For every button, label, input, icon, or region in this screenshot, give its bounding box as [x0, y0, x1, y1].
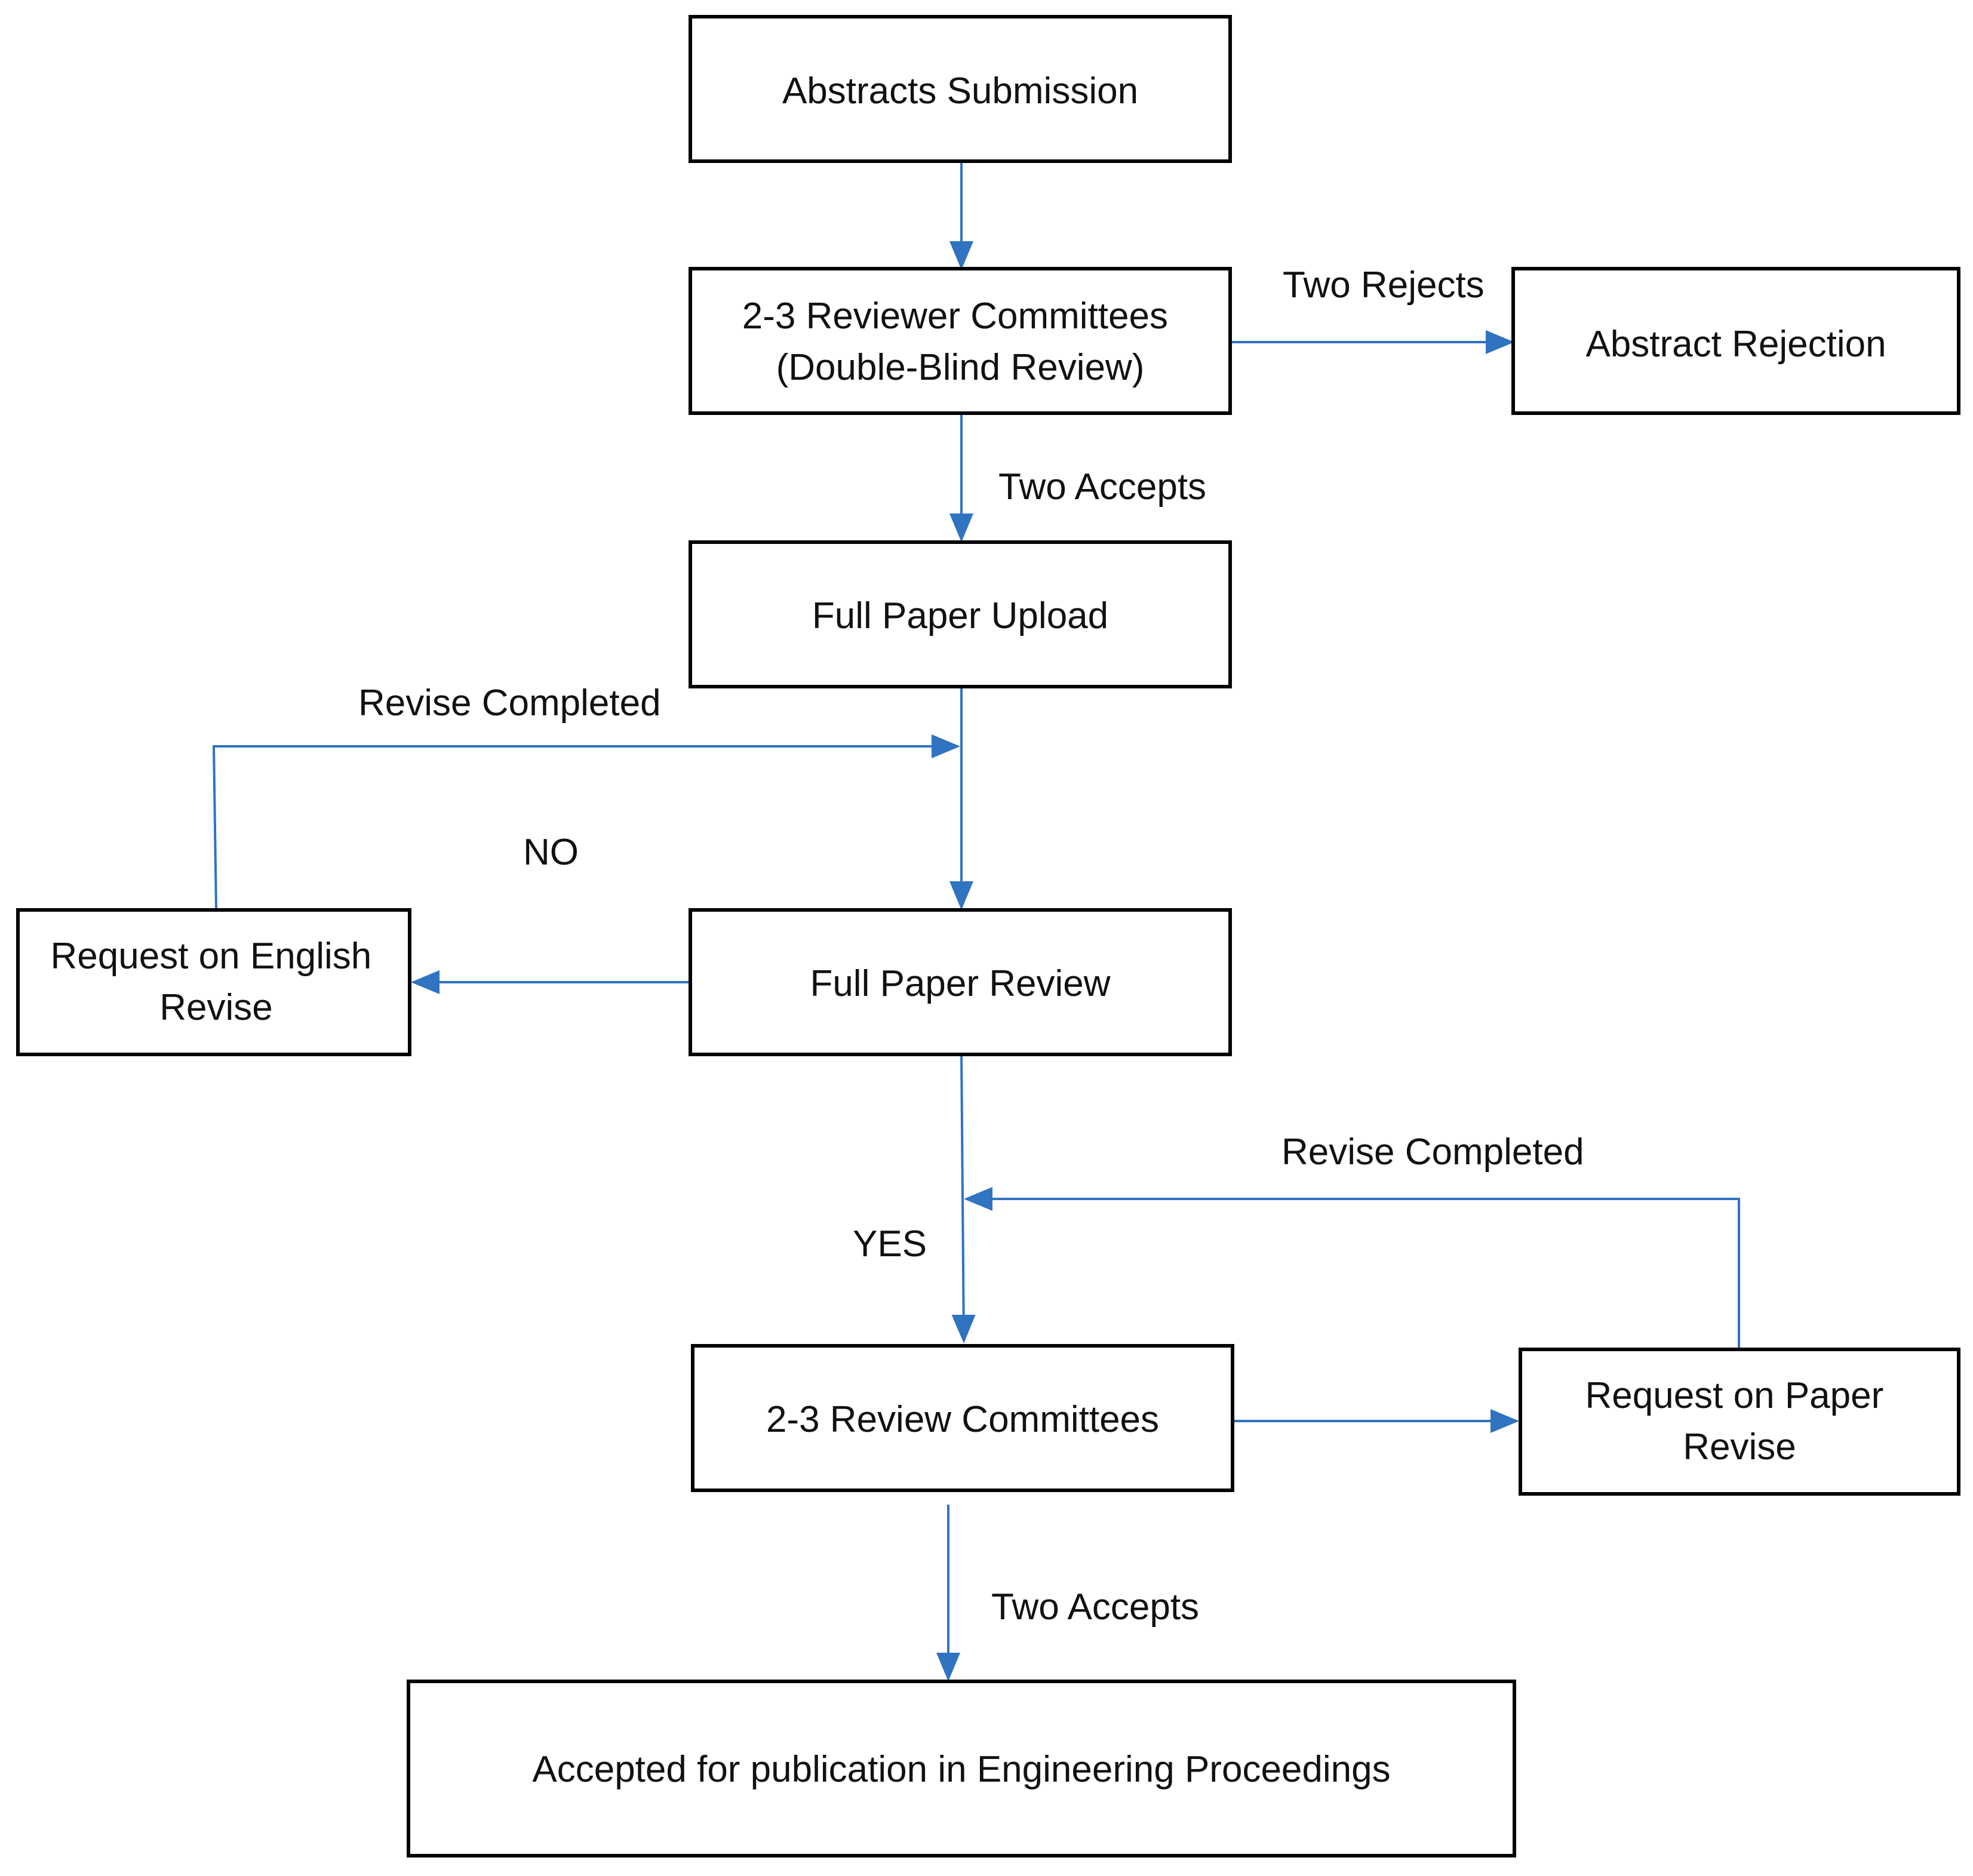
node-label: Full Paper Upload — [812, 595, 1108, 636]
arrow-english-revise-completed — [212, 734, 960, 909]
node-review-committees: 2-3 Review Committees — [691, 1344, 1234, 1492]
connectors — [212, 162, 1740, 1681]
node-label: 2-3 Reviewer Committees (Double-Blind Re… — [742, 296, 1178, 388]
label-revise-completed-english: Revise Completed — [358, 682, 661, 724]
label-two-accepts-final: Two Accepts — [991, 1586, 1199, 1628]
node-abstract-rejection: Abstract Rejection — [1511, 267, 1960, 415]
node-abstracts-submission: Abstracts Submission — [689, 15, 1232, 163]
node-box — [689, 908, 1232, 1056]
node-reviewer-committees: 2-3 Reviewer Committees (Double-Blind Re… — [689, 267, 1232, 415]
label-no: NO — [523, 832, 579, 873]
node-label: Request on English Revise — [51, 936, 382, 1028]
node-full-paper-upload: Full Paper Upload — [689, 540, 1232, 688]
node-request-paper-revise: Request on Paper Revise — [1519, 1348, 1960, 1496]
label-two-accepts-abstract: Two Accepts — [998, 466, 1206, 508]
node-label: 2-3 Review Committees — [766, 1399, 1159, 1440]
node-label: Abstract Rejection — [1585, 324, 1886, 365]
node-label: Accepted for publication in Engineering … — [532, 1749, 1390, 1790]
arrow-review-to-committees — [951, 1054, 976, 1343]
node-full-paper-review: Full Paper Review — [689, 908, 1232, 1056]
node-box — [689, 540, 1232, 688]
node-box — [691, 1344, 1234, 1492]
node-box — [407, 1680, 1516, 1857]
node-label: Request on Paper Revise — [1585, 1375, 1894, 1468]
label-two-rejects: Two Rejects — [1283, 265, 1485, 306]
node-accepted-publication: Accepted for publication in Engineering … — [407, 1680, 1516, 1857]
arrow-paper-revise-completed — [964, 1187, 1740, 1348]
node-box — [16, 908, 411, 1056]
label-revise-completed-paper: Revise Completed — [1281, 1131, 1584, 1173]
node-box — [689, 15, 1232, 163]
node-label: Full Paper Review — [810, 963, 1110, 1004]
node-box — [1519, 1348, 1960, 1496]
node-box — [1511, 267, 1960, 415]
node-label: Abstracts Submission — [782, 70, 1138, 112]
node-box — [689, 267, 1232, 415]
label-yes: YES — [853, 1223, 927, 1265]
node-request-english-revise: Request on English Revise — [16, 908, 411, 1056]
edge-labels: Two Rejects Two Accepts Revise Completed… — [358, 265, 1584, 1628]
